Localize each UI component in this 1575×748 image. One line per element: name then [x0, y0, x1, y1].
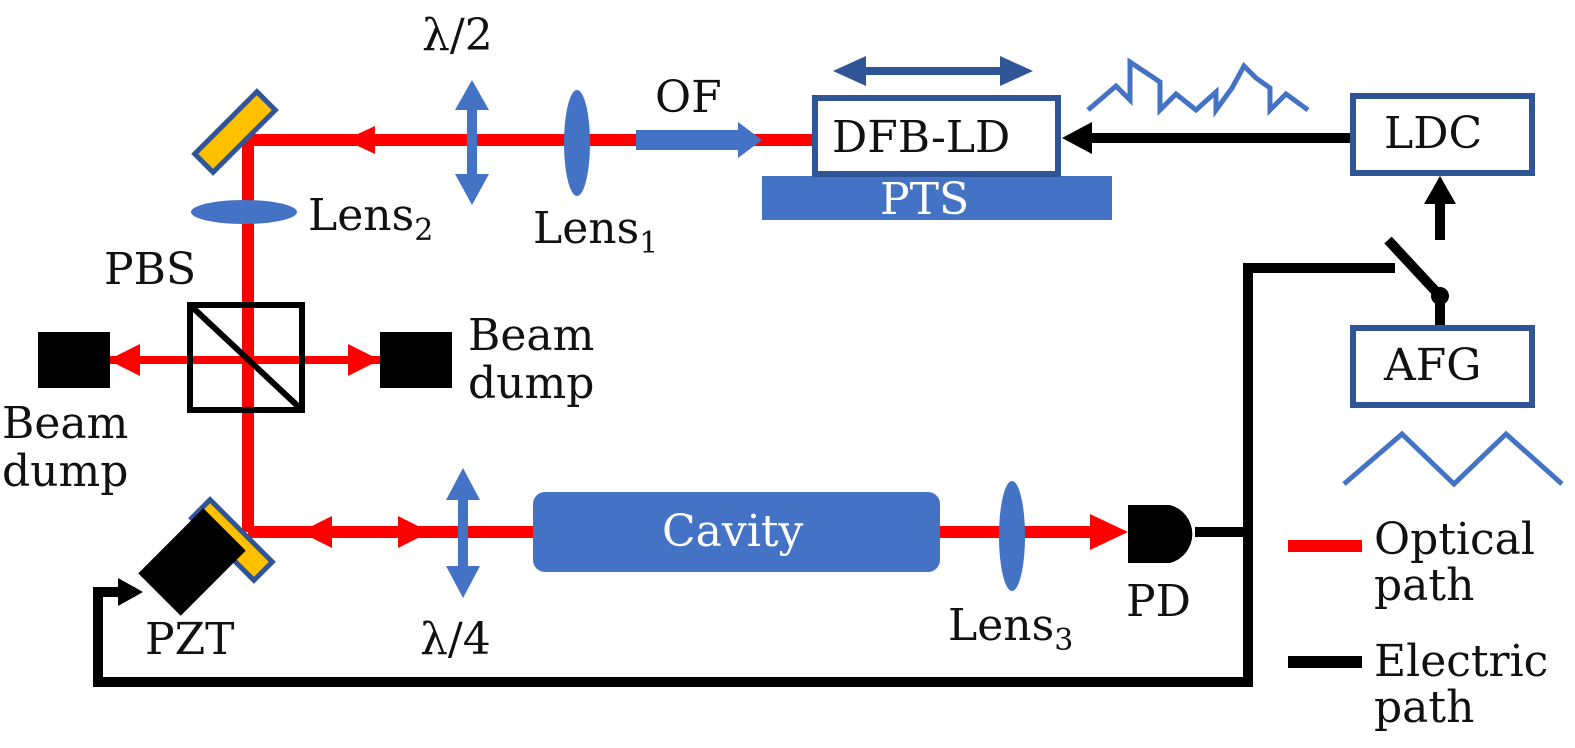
arrow-to-dfb: [1062, 122, 1092, 154]
arrow-to-ldc: [1424, 176, 1456, 204]
photodetector: [1128, 505, 1193, 563]
afg-box: [1350, 325, 1535, 408]
beam-dump-left-label-line2: dump: [2, 446, 128, 497]
lens-1: [564, 90, 590, 196]
dfb-ld-label: DFB-LD: [832, 112, 1010, 163]
switch-lever: [1384, 236, 1444, 300]
arrow-to-right-dump: [348, 344, 380, 376]
quarter-wave-label: λ/4: [420, 614, 491, 665]
arrow-to-left-dump: [108, 344, 140, 376]
dfb-ld-box: [812, 95, 1061, 177]
beam-dump-right-label-line2: dump: [468, 358, 594, 409]
pd-to-switch-wire: [1243, 263, 1395, 532]
feedback-wire: [93, 527, 1253, 687]
lens-3-label: Lens3: [948, 600, 1073, 658]
modulation-waveform: [1086, 57, 1310, 118]
half-wave-plate: [455, 80, 489, 205]
legend-optical-label-line1: Optical: [1374, 514, 1535, 565]
pd-label: PD: [1126, 576, 1191, 627]
lens-3: [999, 481, 1025, 591]
switch-pivot: [1431, 287, 1449, 305]
arrow-bottom-right: [398, 516, 430, 548]
electric-path: [93, 133, 1445, 687]
arrow-to-pzt: [118, 578, 143, 606]
legend-optical-label-line2: path: [1374, 560, 1474, 611]
arrow-to-pd: [1090, 514, 1128, 550]
half-wave-label: λ/2: [422, 10, 493, 61]
arrow-bottom-left: [300, 516, 332, 548]
pbs-label: PBS: [104, 244, 196, 295]
legend-electric-label-line1: Electric: [1374, 636, 1548, 687]
lens-2-label: Lens2: [308, 190, 433, 248]
beam-dump-right: [380, 332, 452, 388]
ldc-label: LDC: [1384, 108, 1482, 159]
lens-2: [191, 200, 297, 224]
translation-arrow: [833, 56, 1033, 86]
beam-dump-right-label-line1: Beam: [468, 310, 594, 361]
triangle-waveform: [1342, 430, 1564, 488]
pbs-cube: [187, 302, 305, 413]
lens-1-label: Lens1: [533, 203, 658, 261]
afg-label: AFG: [1383, 340, 1481, 391]
beam-dump-left: [38, 332, 110, 388]
quarter-wave-plate: [446, 468, 480, 598]
ldc-box: [1350, 93, 1535, 176]
optical-fiber: [636, 122, 762, 158]
cavity: [533, 492, 940, 572]
pts-label: PTS: [880, 174, 969, 225]
arrow-top-left: [345, 126, 375, 154]
pzt-label: PZT: [145, 614, 235, 665]
of-label: OF: [655, 72, 722, 123]
mirror-top: [191, 88, 279, 176]
beam-dump-left-label-line1: Beam: [2, 398, 128, 449]
pzt-actuator: [138, 508, 246, 616]
legend-electric-label-line2: path: [1374, 682, 1474, 733]
pts-stage: [762, 176, 1112, 220]
cavity-label: Cavity: [662, 506, 804, 557]
